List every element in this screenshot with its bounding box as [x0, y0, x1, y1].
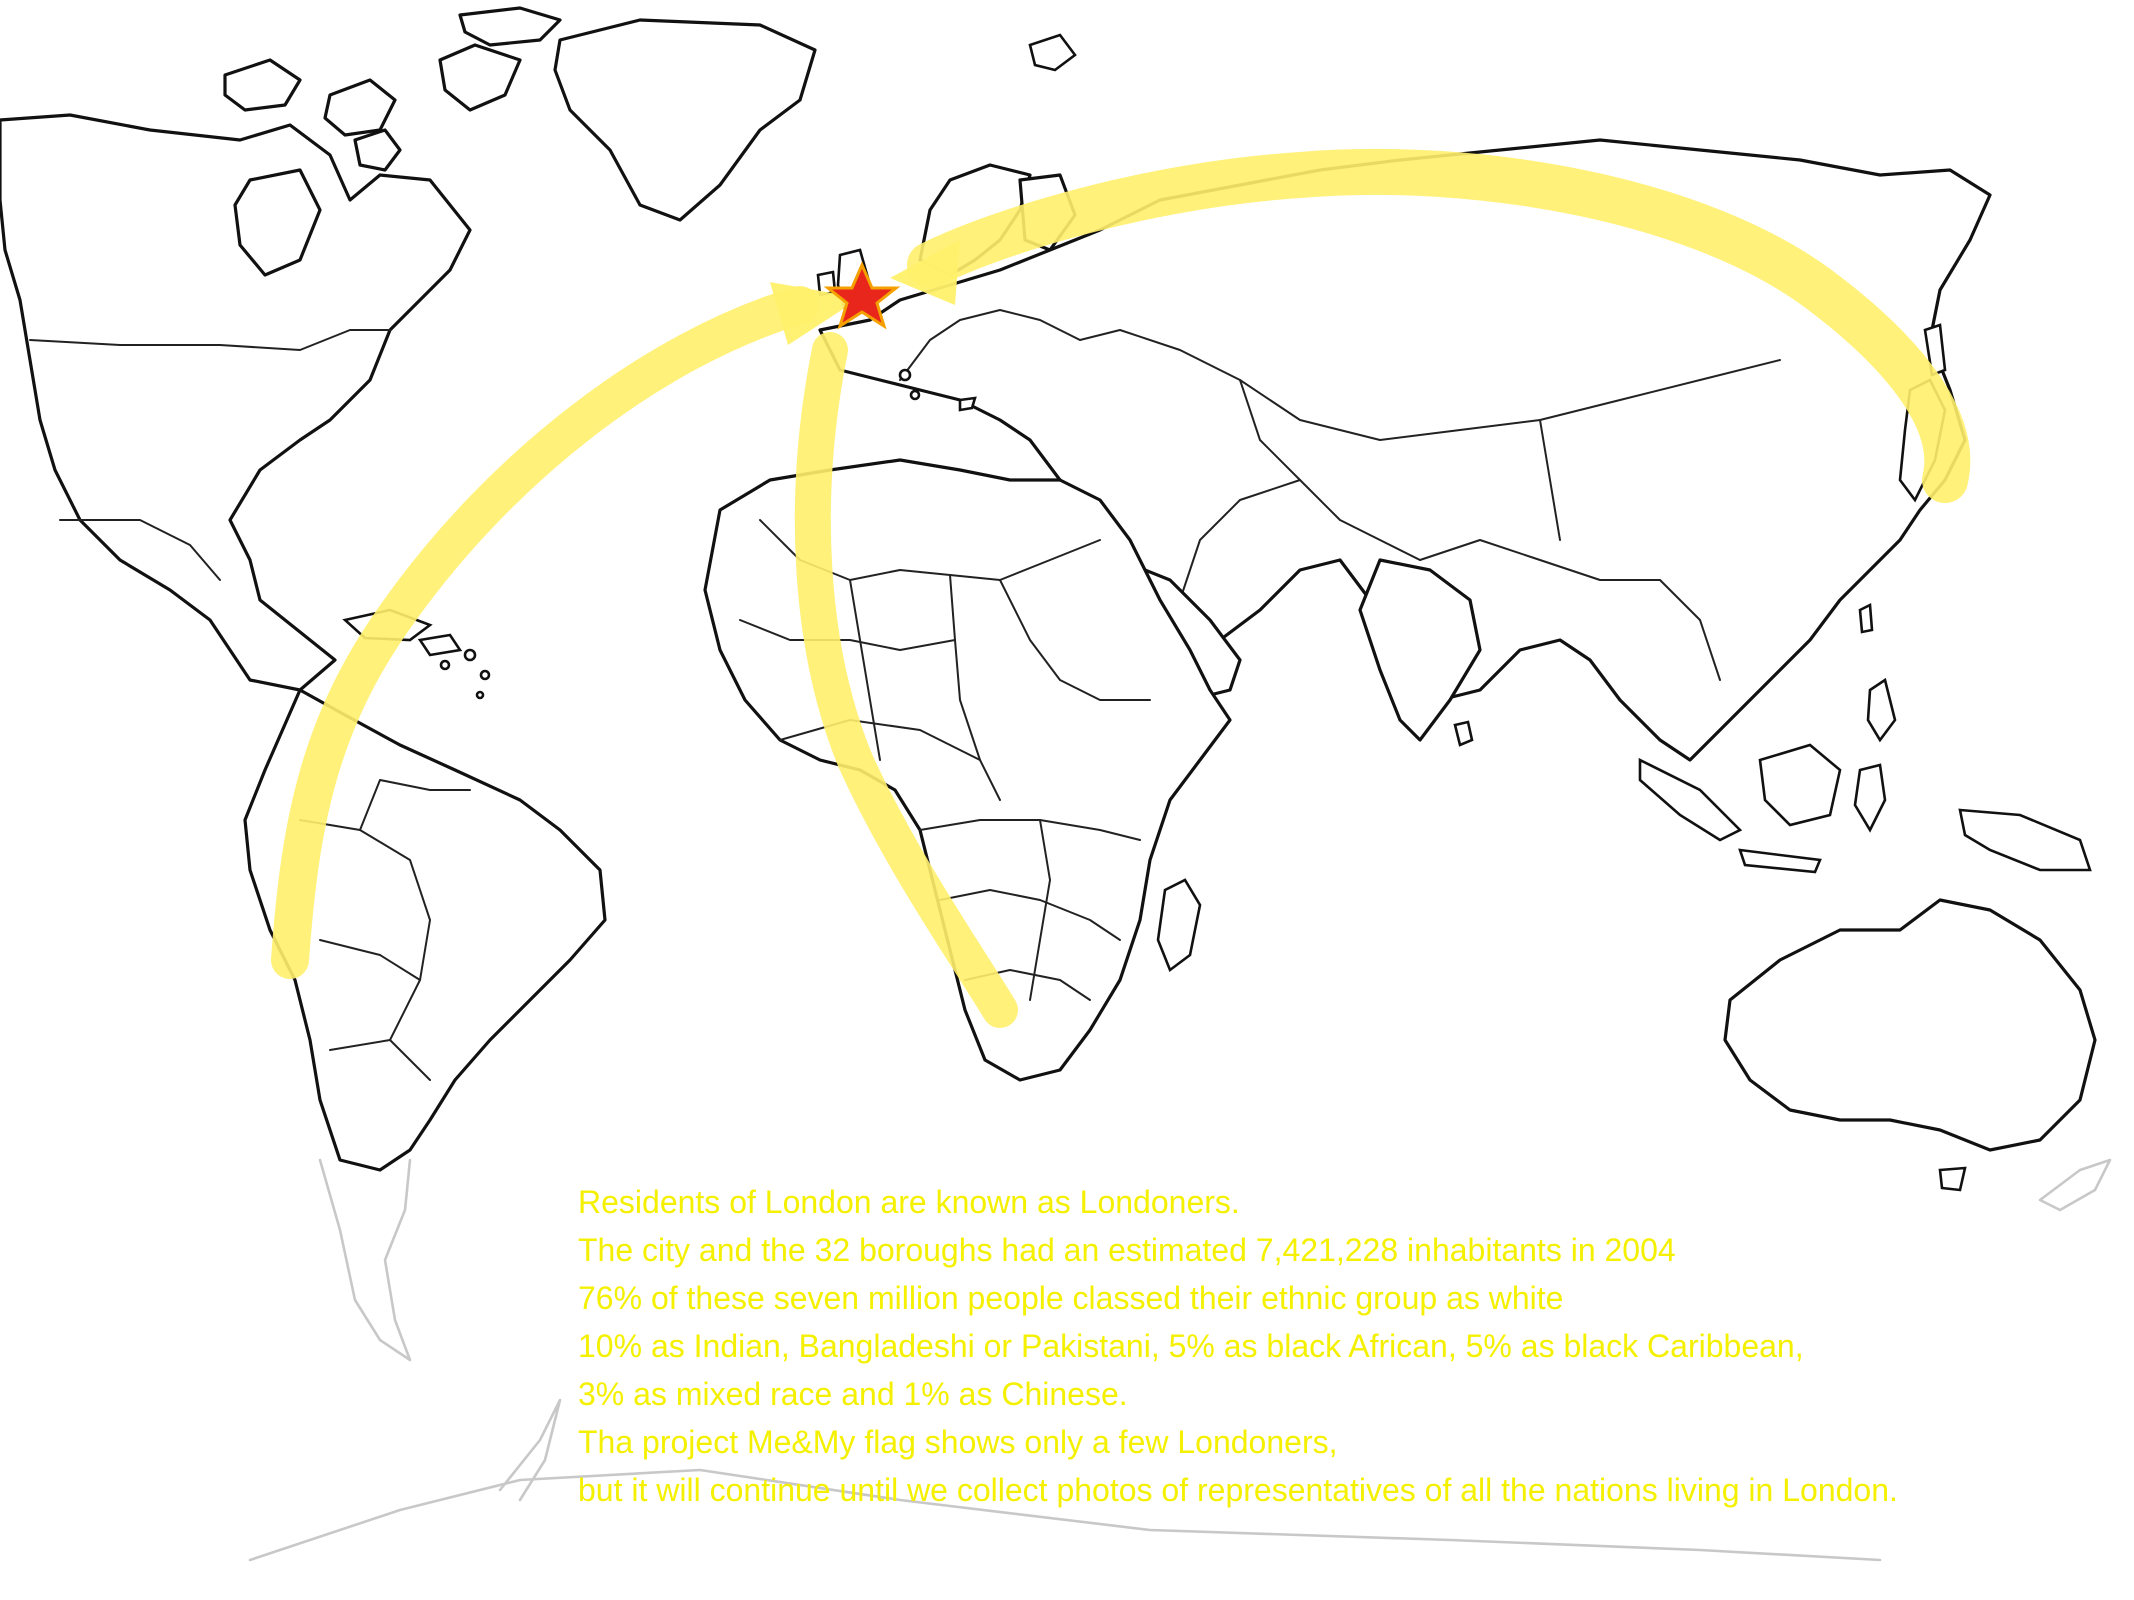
greenland-outline: [553, 18, 817, 222]
caption-line: Tha project Me&My flag shows only a few …: [578, 1424, 1338, 1460]
arctic-island-outline: [223, 58, 302, 112]
arctic-island-outline: [353, 128, 402, 172]
sulawesi-outline: [1853, 763, 1887, 833]
country-border: [1029, 819, 1051, 1001]
tasmania-outline: [1938, 1166, 1967, 1192]
route-southern-africa-to-london: [794, 332, 1018, 1028]
new-guinea-outline: [1958, 808, 2092, 872]
country-border: [59, 519, 221, 581]
route-arrowhead: [890, 240, 960, 305]
caption-line: Residents of London are known as Londone…: [578, 1184, 1240, 1220]
route-east-asia-to-london: [907, 148, 1971, 503]
java-outline: [1738, 848, 1822, 874]
sakhalin-outline: [1923, 323, 1947, 377]
antarctica-outline-faint: [248, 1468, 1882, 1562]
caption-line: 3% as mixed race and 1% as Chinese.: [578, 1376, 1128, 1412]
london-star-icon: [823, 261, 901, 330]
arctic-island-outline: [323, 78, 397, 137]
country-border: [1079, 329, 1781, 441]
country-border: [779, 719, 981, 761]
country-border: [949, 574, 1001, 801]
caribbean-island: [475, 690, 485, 700]
country-border: [329, 1039, 431, 1081]
australia-outline: [1723, 898, 2097, 1152]
arctic-island-outline: [458, 6, 562, 47]
caribbean-island: [479, 669, 491, 681]
caption: Residents of London are known as Londone…: [578, 1178, 2128, 1514]
india-outline: [1358, 558, 1482, 742]
taiwan-outline: [1858, 602, 1874, 634]
us-canada-border: [29, 329, 391, 351]
country-border: [939, 889, 1121, 941]
arctic-island-outline: [438, 43, 522, 112]
country-border: [999, 579, 1151, 701]
caption-line: 76% of these seven million people classe…: [578, 1280, 1564, 1316]
caribbean-island: [439, 659, 451, 671]
mediterranean-island: [898, 368, 912, 382]
mediterranean-island: [958, 396, 977, 412]
madagascar-outline: [1156, 878, 1202, 973]
caption-line: but it will continue until we collect ph…: [578, 1472, 1898, 1508]
country-border: [1539, 419, 1561, 541]
north-america-outline: [0, 113, 472, 692]
caption-line: 10% as Indian, Bangladeshi or Pakistani,…: [578, 1328, 1804, 1364]
borneo-outline: [1758, 743, 1842, 827]
country-border: [739, 619, 956, 651]
new-zealand-outline-faint: [2038, 1158, 2112, 1212]
sumatra-outline: [1638, 757, 1743, 842]
philippines-outline: [1866, 677, 1897, 743]
route-south-america-to-london: [271, 286, 819, 979]
country-border: [849, 579, 881, 761]
country-border: [1239, 379, 1421, 561]
antarctic-peninsula-faint: [498, 1398, 562, 1502]
country-border: [359, 779, 471, 831]
country-border: [1419, 539, 1661, 581]
mediterranean-island: [909, 389, 921, 401]
hudson-bay-outline: [233, 168, 322, 277]
caribbean-island: [463, 648, 477, 662]
patagonia-outline-faint: [318, 1158, 412, 1362]
sri-lanka-outline: [1453, 720, 1474, 747]
country-border: [1659, 579, 1721, 681]
caption-line: The city and the 32 boroughs had an esti…: [578, 1232, 1676, 1268]
iceland-outline: [1028, 33, 1077, 72]
country-border: [319, 939, 421, 981]
country-border: [1179, 479, 1301, 601]
route-arrowhead: [770, 282, 860, 345]
country-border: [899, 309, 1081, 381]
hispaniola-outline: [417, 633, 463, 657]
country-border: [299, 819, 431, 1041]
